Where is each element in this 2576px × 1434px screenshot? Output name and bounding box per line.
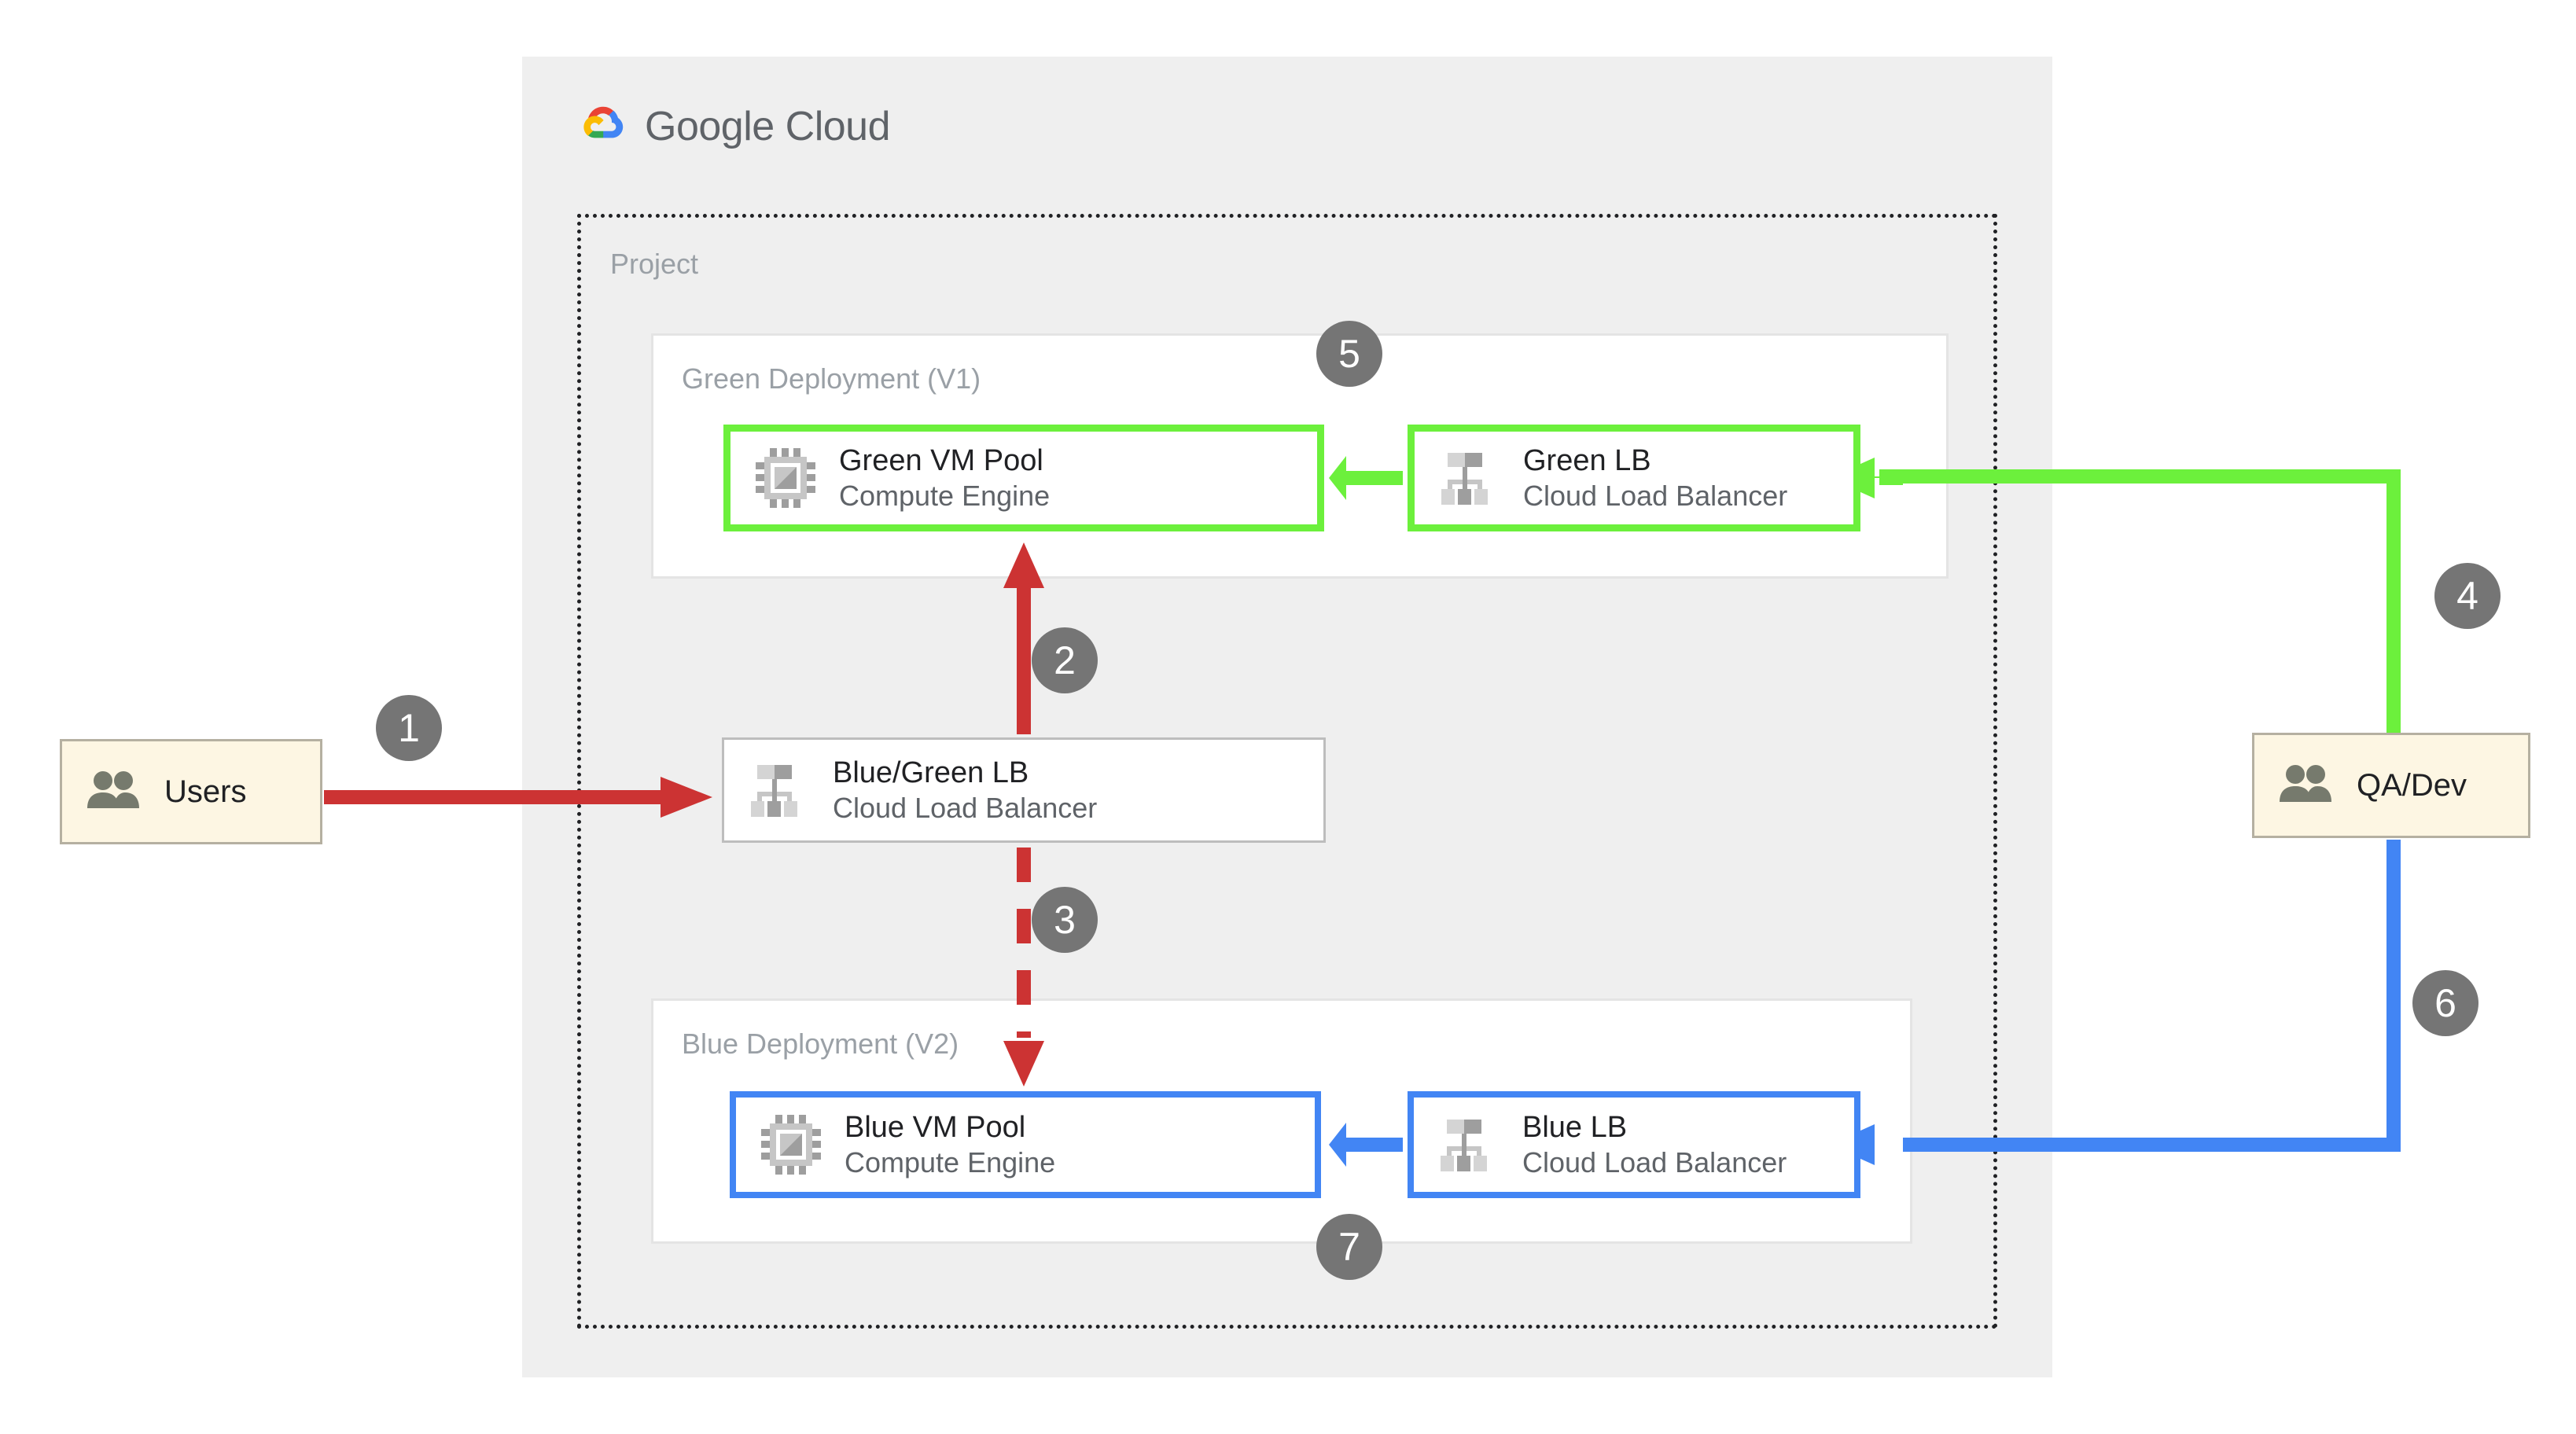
node-title: Blue VM Pool	[845, 1110, 1026, 1144]
node-subtitle: Cloud Load Balancer	[833, 792, 1098, 825]
brand-cloud: Cloud	[785, 103, 891, 149]
google-cloud-wordmark: Google Cloud	[645, 103, 891, 150]
node-title: Green LB	[1523, 443, 1651, 477]
step-badge-7: 7	[1316, 1214, 1382, 1280]
brand-google: Google	[645, 103, 775, 149]
node-text: Blue/Green LB Cloud Load Balancer	[833, 755, 1097, 825]
step-badge-1: 1	[376, 695, 442, 761]
google-cloud-brand: Google Cloud	[577, 102, 891, 150]
blue-deployment-label: Blue Deployment (V2)	[682, 1028, 959, 1060]
cpu-chip-icon	[753, 445, 819, 511]
actor-label: Users	[164, 774, 247, 809]
step-badge-2: 2	[1032, 627, 1098, 693]
load-balancer-icon	[1436, 1112, 1502, 1178]
people-icon	[2275, 755, 2336, 816]
node-green-lb[interactable]: Green LB Cloud Load Balancer	[1408, 425, 1860, 531]
node-subtitle: Cloud Load Balancer	[1523, 480, 1788, 513]
green-deployment-label: Green Deployment (V1)	[682, 362, 981, 395]
node-title: Blue/Green LB	[833, 756, 1029, 789]
node-subtitle: Compute Engine	[839, 480, 1051, 513]
node-blue-lb[interactable]: Blue LB Cloud Load Balancer	[1408, 1091, 1860, 1198]
actor-label: QA/Dev	[2357, 767, 2467, 803]
project-boundary	[577, 214, 1997, 1329]
cpu-chip-icon	[758, 1112, 824, 1178]
actor-users[interactable]: Users	[60, 739, 322, 844]
load-balancer-icon	[1437, 445, 1503, 511]
google-cloud-logo-icon	[577, 102, 629, 150]
node-title: Green VM Pool	[839, 443, 1043, 477]
step-badge-3: 3	[1032, 887, 1098, 953]
node-title: Blue LB	[1522, 1110, 1628, 1144]
node-bluegreen-lb[interactable]: Blue/Green LB Cloud Load Balancer	[722, 737, 1326, 843]
load-balancer-icon	[746, 757, 812, 823]
step-badge-6: 6	[2412, 970, 2478, 1036]
node-subtitle: Cloud Load Balancer	[1522, 1146, 1787, 1179]
node-text: Green LB Cloud Load Balancer	[1523, 443, 1787, 513]
node-text: Blue VM Pool Compute Engine	[845, 1109, 1055, 1180]
node-text: Blue LB Cloud Load Balancer	[1522, 1109, 1787, 1180]
step-badge-4: 4	[2434, 563, 2501, 629]
step-badge-5: 5	[1316, 321, 1382, 387]
node-subtitle: Compute Engine	[845, 1146, 1056, 1179]
node-text: Green VM Pool Compute Engine	[839, 443, 1050, 513]
node-green-vm-pool[interactable]: Green VM Pool Compute Engine	[723, 425, 1324, 531]
actor-qa-dev[interactable]: QA/Dev	[2252, 733, 2530, 838]
node-blue-vm-pool[interactable]: Blue VM Pool Compute Engine	[730, 1091, 1321, 1198]
project-label: Project	[610, 248, 699, 280]
people-icon	[83, 761, 144, 822]
